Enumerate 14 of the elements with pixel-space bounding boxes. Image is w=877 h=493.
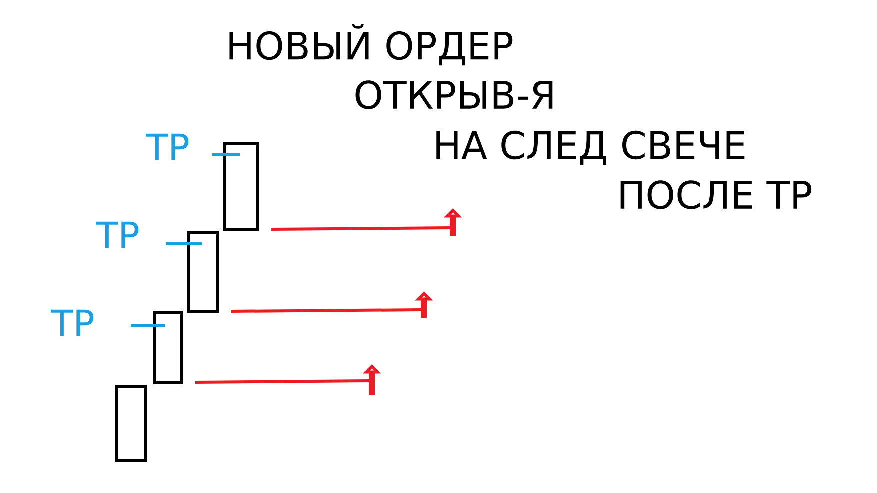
tp-label: TP bbox=[96, 222, 139, 248]
line bbox=[195, 380, 370, 384]
candle-box bbox=[188, 232, 220, 314]
note-text: НОВЫЙ ОРДЕР bbox=[230, 24, 513, 66]
note-text: НА СЛЕД СВЕЧЕ bbox=[436, 130, 745, 166]
line bbox=[272, 226, 450, 231]
tp-label: TP bbox=[146, 134, 189, 160]
note-text: ОТКРЫВ-Я bbox=[356, 80, 553, 110]
candle-box bbox=[154, 312, 184, 384]
note-text: ПОСЛЕ ТР bbox=[620, 180, 812, 210]
tp-label: TP bbox=[51, 310, 94, 336]
candle-box bbox=[116, 386, 148, 462]
line bbox=[232, 308, 422, 313]
candle-box bbox=[224, 142, 260, 232]
